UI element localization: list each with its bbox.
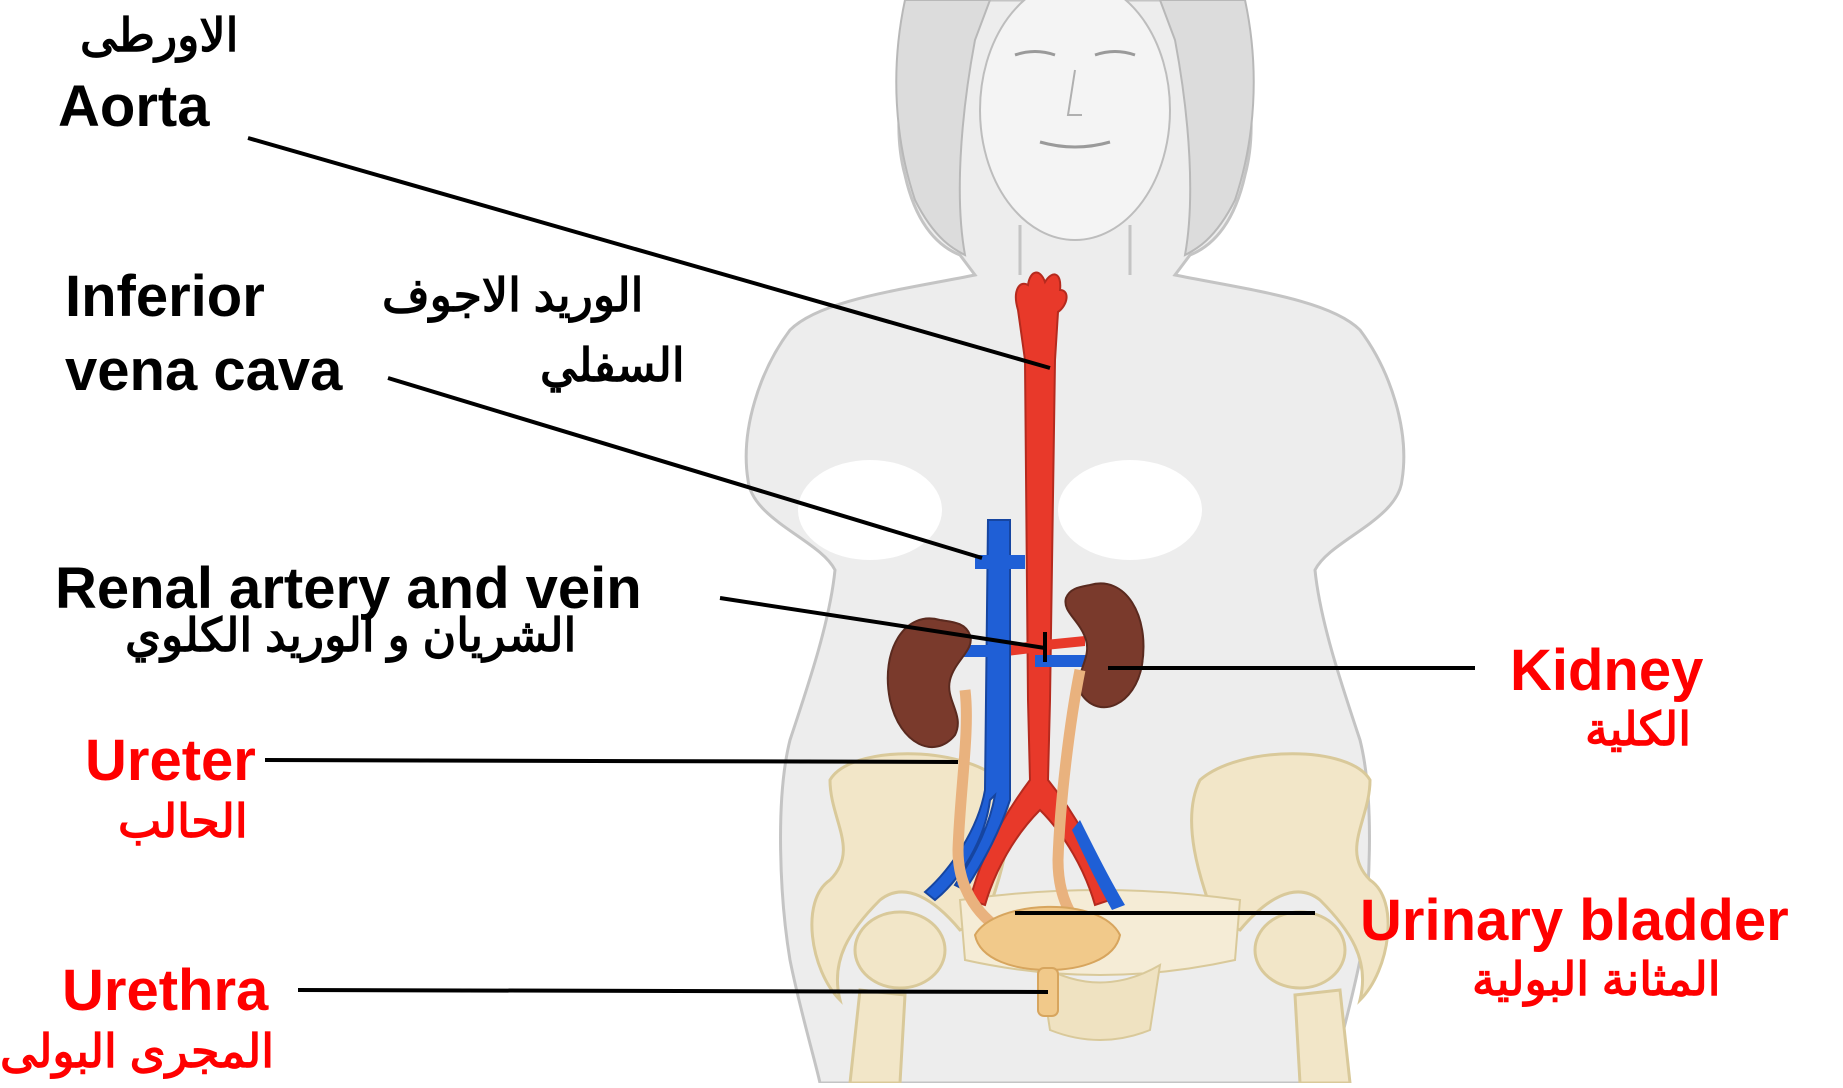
ivc-label-ar-line1: الوريد الاجوف xyxy=(382,272,643,318)
bladder-label-en: Urinary bladder xyxy=(1360,892,1789,950)
aorta-label-en: Aorta xyxy=(58,78,209,136)
ureter-label-ar: الحالب xyxy=(118,798,248,844)
ureter-leader xyxy=(265,760,958,762)
ivc-label-en-line1: Inferior xyxy=(65,268,265,326)
renal-label-ar: الشريان و الوريد الكلوي xyxy=(125,612,576,658)
ivc-label-ar-line2: السفلي xyxy=(540,342,685,388)
ureter-label-en: Ureter xyxy=(85,732,256,790)
kidney-label-ar: الكلية xyxy=(1585,706,1691,752)
urethra-label-en: Urethra xyxy=(62,962,268,1020)
urethra-label-ar: المجرى البولى xyxy=(0,1028,274,1074)
aorta-label-ar: الاورطى xyxy=(80,12,238,58)
kidney-label-en: Kidney xyxy=(1510,642,1703,700)
urethra-leader xyxy=(298,990,1048,992)
bladder-label-ar: المثانة البولية xyxy=(1472,956,1721,1002)
ivc-label-en-line2: vena cava xyxy=(65,342,342,400)
